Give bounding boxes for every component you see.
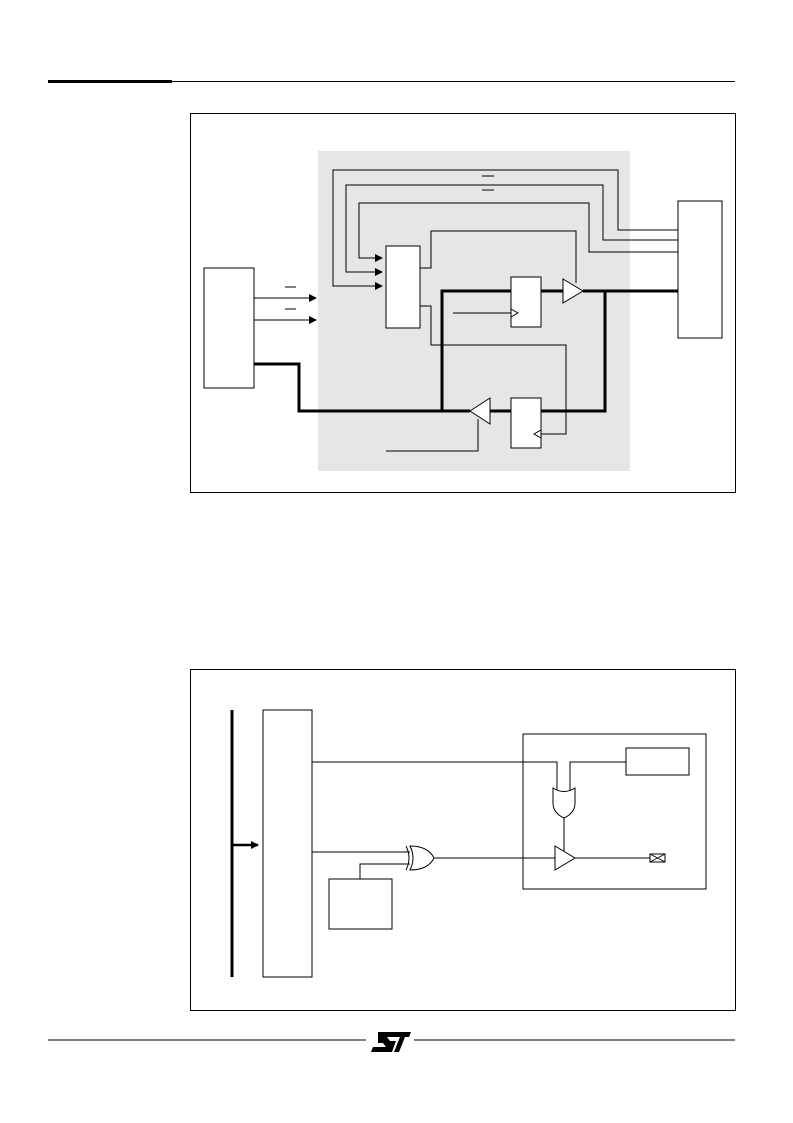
enable-line xyxy=(312,761,558,792)
xor-gate-back xyxy=(405,845,410,871)
header-rule-thick xyxy=(48,80,172,83)
xor-gate xyxy=(409,845,435,871)
shaded-port-region xyxy=(318,151,630,471)
input-buffer-enable-line xyxy=(386,419,479,452)
right-block xyxy=(677,200,723,339)
output-enable-line xyxy=(420,230,577,283)
left-block xyxy=(203,267,255,389)
feedback-line-2 xyxy=(345,184,678,276)
data-bus-left xyxy=(254,362,470,413)
pin-cross-2 xyxy=(649,853,666,863)
or-gate xyxy=(552,787,576,819)
data-bus-to-output-latch xyxy=(440,289,511,411)
figure-2-frame xyxy=(190,669,736,1011)
header-rule-thin xyxy=(172,81,735,82)
figure-1-frame xyxy=(190,113,736,493)
input-latch xyxy=(510,397,542,449)
feedback-line-1 xyxy=(332,169,678,290)
alternate-function-block xyxy=(625,747,690,776)
invert-line xyxy=(359,863,410,879)
st-logo xyxy=(371,1032,411,1052)
input-latch-line xyxy=(420,305,567,435)
output-latch xyxy=(510,276,542,328)
feedback-line-3 xyxy=(358,202,678,262)
output-latch-clock xyxy=(510,308,520,318)
input-latch-clock xyxy=(532,429,542,439)
invert-block xyxy=(328,878,393,930)
figure-1-diagram xyxy=(203,151,723,471)
alt-enable-line xyxy=(569,761,626,792)
figure-2-diagram xyxy=(230,709,707,978)
register-block xyxy=(262,709,313,978)
data-bus-port-to-input-latch xyxy=(541,291,607,413)
decoder-block xyxy=(385,245,421,329)
pin-driver xyxy=(554,845,576,871)
